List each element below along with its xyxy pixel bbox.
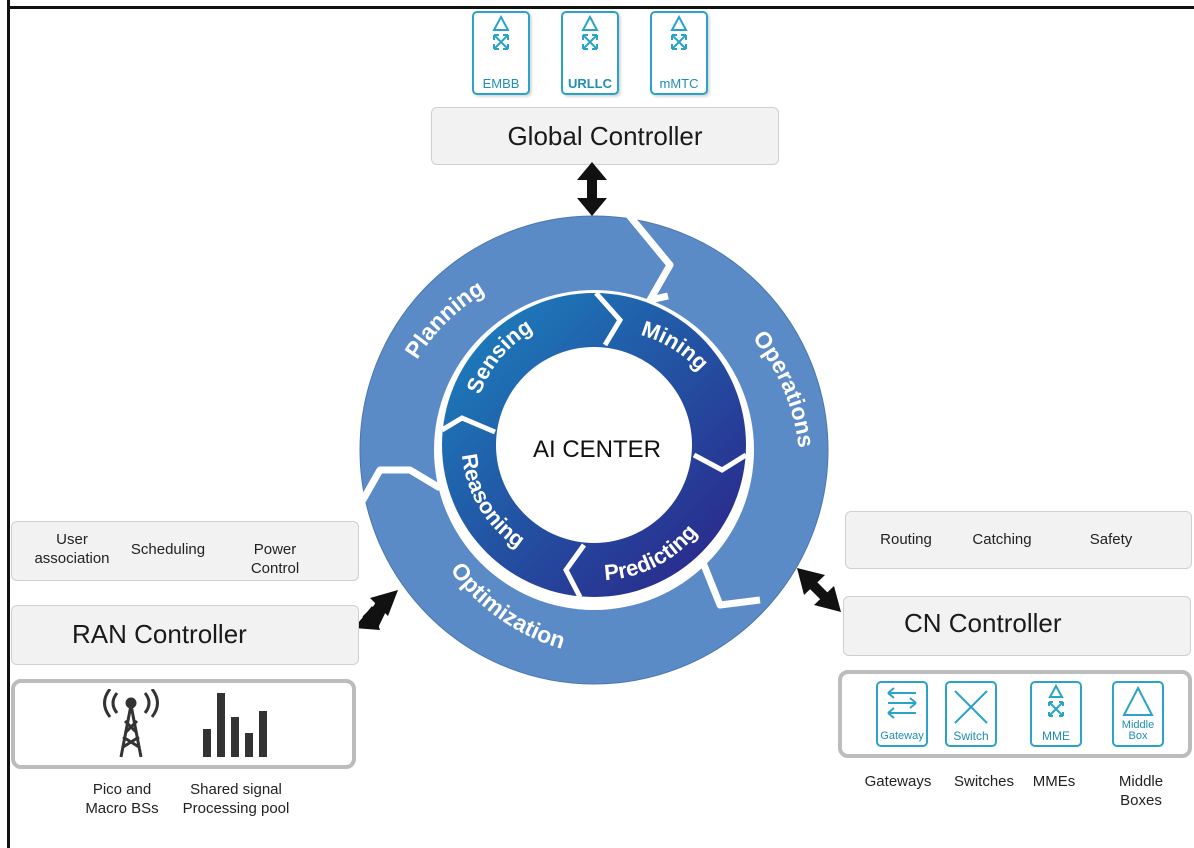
arrow-ran bbox=[354, 590, 398, 630]
arrow-global bbox=[577, 162, 607, 216]
slice-label: URLLC bbox=[567, 76, 613, 91]
cn-element-label-switches: Switches bbox=[953, 773, 1015, 790]
cn-functions-panel: Routing Catching Safety bbox=[845, 511, 1192, 569]
slice-embb[interactable]: EMBB bbox=[472, 11, 530, 95]
switch-box-label: Switch bbox=[953, 729, 989, 743]
gateway-box[interactable]: Gateway bbox=[876, 681, 928, 747]
inner-ring-hole bbox=[496, 347, 692, 543]
inner-separator-top bbox=[594, 291, 624, 347]
cn-element-label-middle-boxes: Middle Boxes bbox=[1118, 773, 1164, 809]
ai-center-label: AI CENTER bbox=[533, 436, 661, 463]
inner-separator-right bbox=[692, 452, 748, 473]
global-controller-title: Global Controller bbox=[507, 121, 703, 151]
slice-urllc[interactable]: URLLC bbox=[561, 11, 619, 95]
ran-controller-panel[interactable]: RAN Controller bbox=[11, 605, 359, 665]
mme-box-label: MME bbox=[1042, 729, 1070, 743]
ran-resource-label-bs: Pico and Macro BSs bbox=[85, 781, 159, 817]
arrow-cn bbox=[797, 568, 841, 612]
cn-controller-panel[interactable]: CN Controller bbox=[843, 596, 1191, 656]
cn-function-safety: Safety bbox=[1089, 531, 1133, 548]
ran-function-scheduling: Scheduling bbox=[130, 541, 206, 558]
cn-function-catching: Catching bbox=[972, 531, 1032, 548]
inner-separator-left bbox=[440, 415, 496, 435]
gateway-box-label: Gateway bbox=[880, 730, 924, 742]
ran-function-power-control: Power Control bbox=[250, 541, 300, 577]
outer-separator-right bbox=[696, 553, 761, 609]
cn-element-label-gateways: Gateways bbox=[864, 773, 932, 790]
cn-controller-title: CN Controller bbox=[904, 608, 1062, 638]
slice-node-icon bbox=[492, 14, 510, 50]
slice-label: EMBB bbox=[482, 76, 520, 91]
slice-node-icon bbox=[581, 14, 599, 50]
ran-resource-label-pool: Shared signal Processing pool bbox=[182, 781, 290, 817]
ran-controller-title: RAN Controller bbox=[72, 619, 247, 649]
slice-mmtc[interactable]: mMTC bbox=[650, 11, 708, 95]
outer-separator-left bbox=[356, 466, 442, 507]
frame-left-border bbox=[7, 0, 10, 848]
global-controller-panel[interactable]: Global Controller bbox=[431, 107, 779, 165]
ran-function-user-association: User association bbox=[34, 531, 110, 567]
mme-box[interactable]: MME bbox=[1030, 681, 1082, 747]
inner-separator-bottom bbox=[563, 543, 587, 599]
middle-box-box-label: Middle Box bbox=[1121, 719, 1155, 742]
switch-box[interactable]: Switch bbox=[945, 681, 997, 747]
outer-separator-top bbox=[625, 211, 674, 304]
middle-box-box[interactable]: Middle Box bbox=[1112, 681, 1164, 747]
slice-label: mMTC bbox=[659, 76, 699, 91]
cn-element-label-mmes: MMEs bbox=[1032, 773, 1076, 790]
frame-top-border bbox=[7, 6, 1194, 9]
gateway-icon bbox=[887, 687, 917, 719]
switch-icon bbox=[954, 690, 988, 724]
cell-tower-icon bbox=[103, 689, 159, 758]
slice-node-icon bbox=[670, 14, 688, 50]
middle-box-icon bbox=[1122, 685, 1154, 716]
ran-resource-tray bbox=[11, 679, 356, 769]
mme-icon bbox=[1048, 683, 1064, 717]
cn-function-routing: Routing bbox=[880, 531, 932, 548]
signal-bars-icon bbox=[203, 693, 267, 757]
ran-functions-panel: User association Scheduling Power Contro… bbox=[11, 521, 359, 581]
